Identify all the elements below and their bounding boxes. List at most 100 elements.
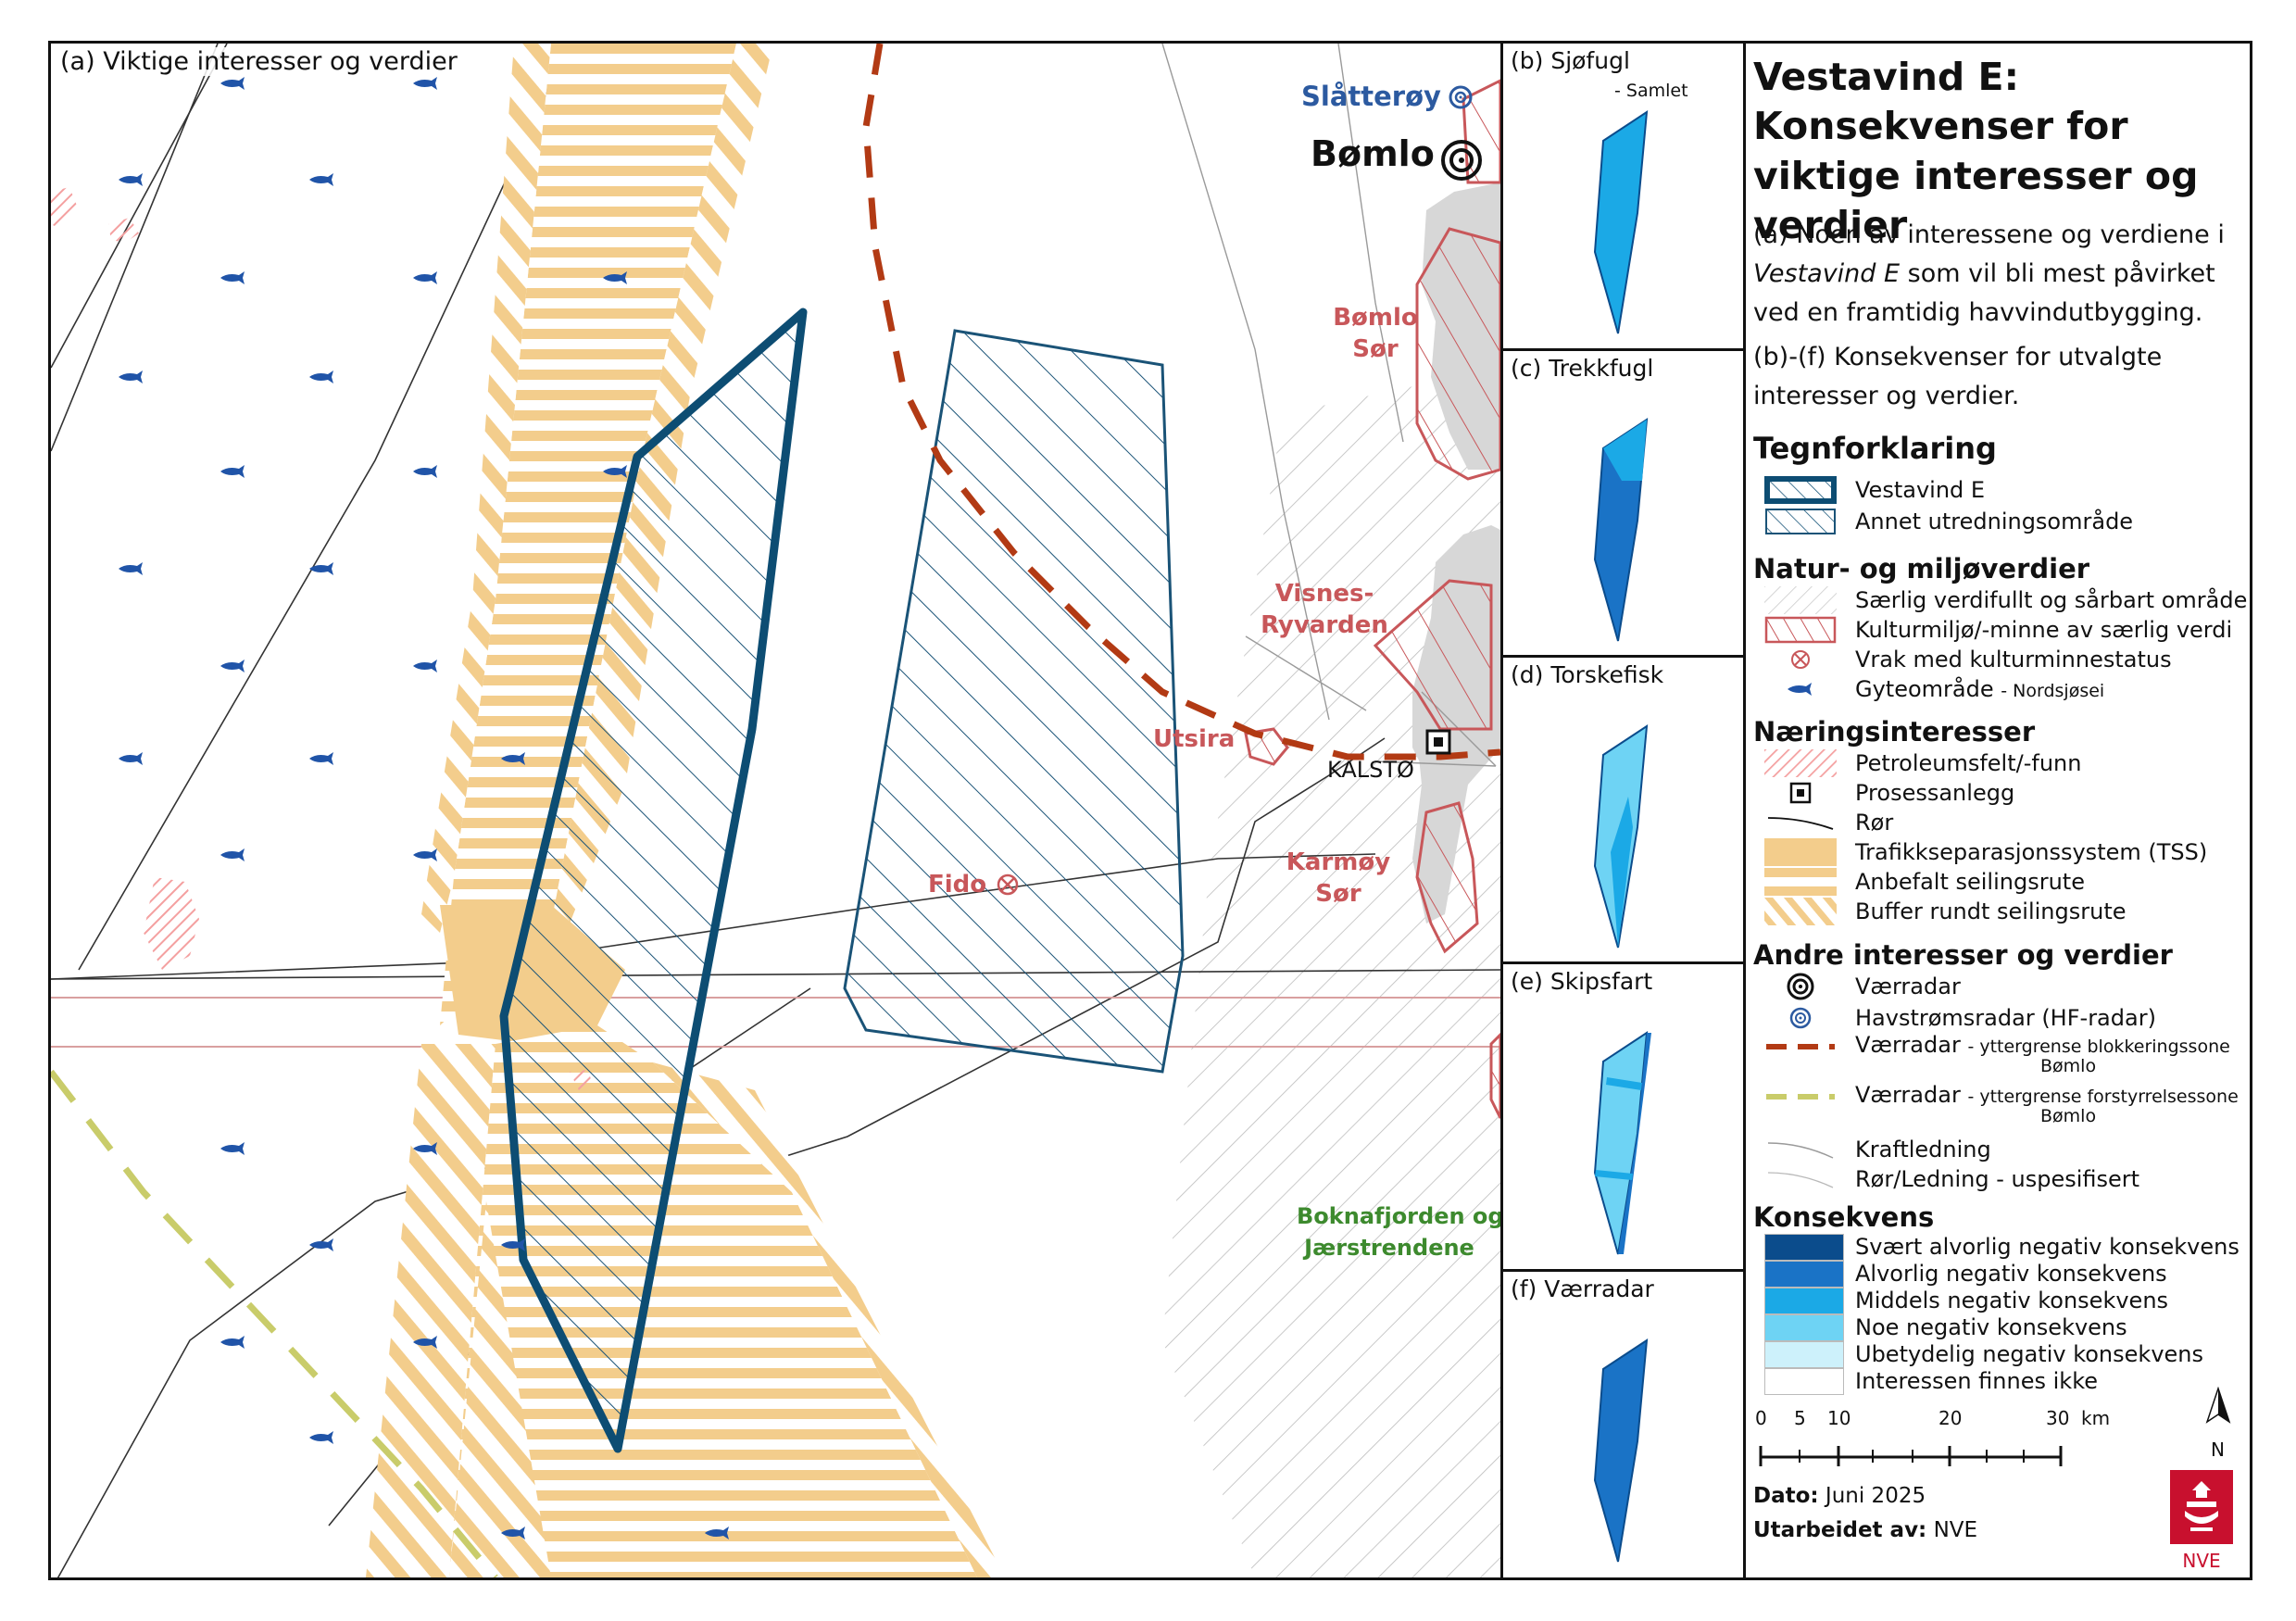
legend-panel: Vestavind E: Konsekvenser for viktige in… <box>1746 44 2250 1577</box>
annet-utredningsomrade <box>843 329 1185 1074</box>
legend-gyteomrade: Gyteområde - Nordsjøsei <box>1764 674 2104 704</box>
legend-tss: Trafikkseparasjonssystem (TSS) <box>1764 837 2207 867</box>
legend-title: Vestavind E: Konsekvenser for viktige in… <box>1753 55 2199 247</box>
prosessanlegg-kalsto-icon <box>1425 729 1451 755</box>
legend-vrak: Vrak med kulturminnestatus <box>1764 645 2172 674</box>
scale-tick-5: 5 <box>1794 1407 1806 1429</box>
north-arrow-icon <box>2205 1387 2231 1424</box>
legend-vaerradar: Værradar <box>1764 972 1961 1001</box>
place-slatteroy: Slåtterøy <box>1301 81 1441 112</box>
legend-hf-radar: Havstrømsradar (HF-radar) <box>1764 1003 2156 1033</box>
panel-c-map <box>1593 418 1649 642</box>
konsekvens-label: Noe negativ konsekvens <box>1855 1314 2127 1340</box>
konsekvens-row: Alvorlig negativ konsekvens <box>1764 1261 2237 1288</box>
panel-e-area <box>1593 1031 1649 1255</box>
scale-tick-10: 10 <box>1827 1407 1851 1429</box>
panel-b-subtitle: - Samlet <box>1614 81 1688 101</box>
legend-tegnforklaring: Tegnforklaring <box>1753 431 1997 466</box>
legend-seilingsrute: Anbefalt seilingsrute <box>1764 867 2085 897</box>
legend-naering-head: Næringsinteresser <box>1753 716 2036 748</box>
panel-d-map <box>1593 724 1649 949</box>
vaerradar-bomlo-icon <box>1441 140 1482 181</box>
vestavind-e-area <box>499 308 808 1453</box>
place-visnes-ryvarden: Visnes-Ryvarden <box>1261 580 1388 639</box>
panel-e-map <box>1593 1031 1651 1255</box>
legend-petroleum: Petroleumsfelt/-funn <box>1764 748 2081 778</box>
panel-c-trekkfugl[interactable]: (c) Trekkfugl <box>1503 351 1743 658</box>
konsekvens-row: Ubetydelig negativ konsekvens <box>1764 1341 2237 1368</box>
panel-b-sjofugl[interactable]: (b) Sjøfugl - Samlet <box>1503 44 1743 351</box>
konsekvens-row: Middels negativ konsekvens <box>1764 1288 2237 1314</box>
north-label: N <box>2211 1439 2225 1461</box>
panel-b-area <box>1593 110 1649 334</box>
scale-unit: km <box>2081 1407 2111 1429</box>
legend-sarbart: Særlig verdifullt og sårbart område <box>1764 585 2247 615</box>
panel-e-skipsfart[interactable]: (e) Skipsfart <box>1503 964 1743 1272</box>
konsekvens-label: Svært alvorlig negativ konsekvens <box>1855 1234 2240 1260</box>
panel-d-torskefisk[interactable]: (d) Torskefisk <box>1503 658 1743 964</box>
main-map-canvas <box>51 44 1500 1577</box>
legend-description-a: (a) Noen av interessene og verdiene i Ve… <box>1753 220 2225 327</box>
konsekvens-swatch <box>1764 1368 1844 1395</box>
panel-f-vaerradar[interactable]: (f) Værradar <box>1503 1272 1743 1577</box>
vaerradar-blokkering-line <box>862 44 1500 760</box>
panel-d-title: (d) Torskefisk <box>1511 661 1664 688</box>
konsekvens-label: Middels negativ konsekvens <box>1855 1288 2169 1313</box>
konsekvens-swatch <box>1764 1261 1844 1288</box>
kulturmiljo-bomlo-sor <box>1415 227 1500 481</box>
nve-logo-icon <box>2170 1470 2233 1544</box>
nve-logo: NVE <box>2170 1470 2233 1572</box>
panel-e-title: (e) Skipsfart <box>1511 968 1653 995</box>
konsekvens-row: Interessen finnes ikke <box>1764 1368 2237 1395</box>
konsekvens-label: Alvorlig negativ konsekvens <box>1855 1261 2167 1287</box>
legend-kraftledning: Kraftledning <box>1764 1135 1991 1164</box>
scale-tick-20: 20 <box>1938 1407 1963 1429</box>
divider-legend <box>1743 41 1746 1580</box>
legend-forstyrrelse: Værradar - yttergrense forstyrrelsessone… <box>1766 1082 2239 1127</box>
legend-andre-head: Andre interesser og verdier <box>1753 939 2173 971</box>
konsekvens-swatch <box>1764 1314 1844 1341</box>
kulturmiljo-utsira <box>1244 727 1289 766</box>
panel-f-area <box>1593 1338 1649 1563</box>
place-utsira: Utsira <box>1153 725 1236 753</box>
kulturmiljo-visnes <box>1373 579 1493 731</box>
buffer-north-west <box>421 44 551 933</box>
kulturmiljo-karmoy-sor <box>1415 801 1479 954</box>
panel-b-title: (b) Sjøfugl <box>1511 47 1630 74</box>
seilingsrute-north <box>440 44 736 1025</box>
wreck-fido-icon <box>997 873 1019 896</box>
konsekvens-swatch <box>1764 1288 1844 1314</box>
konsekvens-label: Interessen finnes ikke <box>1855 1368 2098 1394</box>
konsekvens-swatch <box>1764 1234 1844 1261</box>
panel-b-map <box>1593 110 1649 334</box>
legend-natur-head: Natur- og miljøverdier <box>1753 553 2090 584</box>
legend-ror-uspesifisert: Rør/Ledning - uspesifisert <box>1764 1164 2139 1194</box>
place-kalsto: KALSTØ <box>1327 757 1414 783</box>
main-map[interactable]: (a) Viktige interesser og verdier Slåtte… <box>51 44 1500 1577</box>
hf-radar-slatteroy-icon <box>1449 85 1473 109</box>
petroleum-field <box>144 877 199 970</box>
buffer-south-east <box>653 1062 1005 1577</box>
nve-logo-text: NVE <box>2182 1550 2221 1572</box>
legend-vestavind-e: Vestavind E <box>1764 475 1985 505</box>
panel-f-title: (f) Værradar <box>1511 1275 1654 1302</box>
panel-c-title: (c) Trekkfugl <box>1511 355 1654 382</box>
konsekvens-row: Noe negativ konsekvens <box>1764 1314 2237 1341</box>
divider-main <box>1500 41 1503 1580</box>
place-bomlo: Bømlo <box>1311 133 1435 174</box>
panel-f-map <box>1593 1338 1649 1563</box>
legend-buffer: Buffer rundt seilingsrute <box>1764 897 2127 926</box>
legend-prosessanlegg: Prosessanlegg <box>1764 778 2014 808</box>
legend-konsekvens-head: Konsekvens <box>1753 1201 1935 1233</box>
legend-ror: Rør <box>1764 808 1893 837</box>
panel-a-label: (a) Viktige interesser og verdier <box>56 47 461 76</box>
legend-description-b: (b)-(f) Konsekvenser for utvalgte intere… <box>1753 343 2163 410</box>
scale-bar <box>1759 1446 2063 1466</box>
legend-kulturmiljo: Kulturmiljø/-minne av særlig verdi <box>1764 615 2232 645</box>
konsekvens-row: Svært alvorlig negativ konsekvens <box>1764 1234 2240 1261</box>
dato: Dato: Juni 2025 <box>1753 1484 1926 1508</box>
